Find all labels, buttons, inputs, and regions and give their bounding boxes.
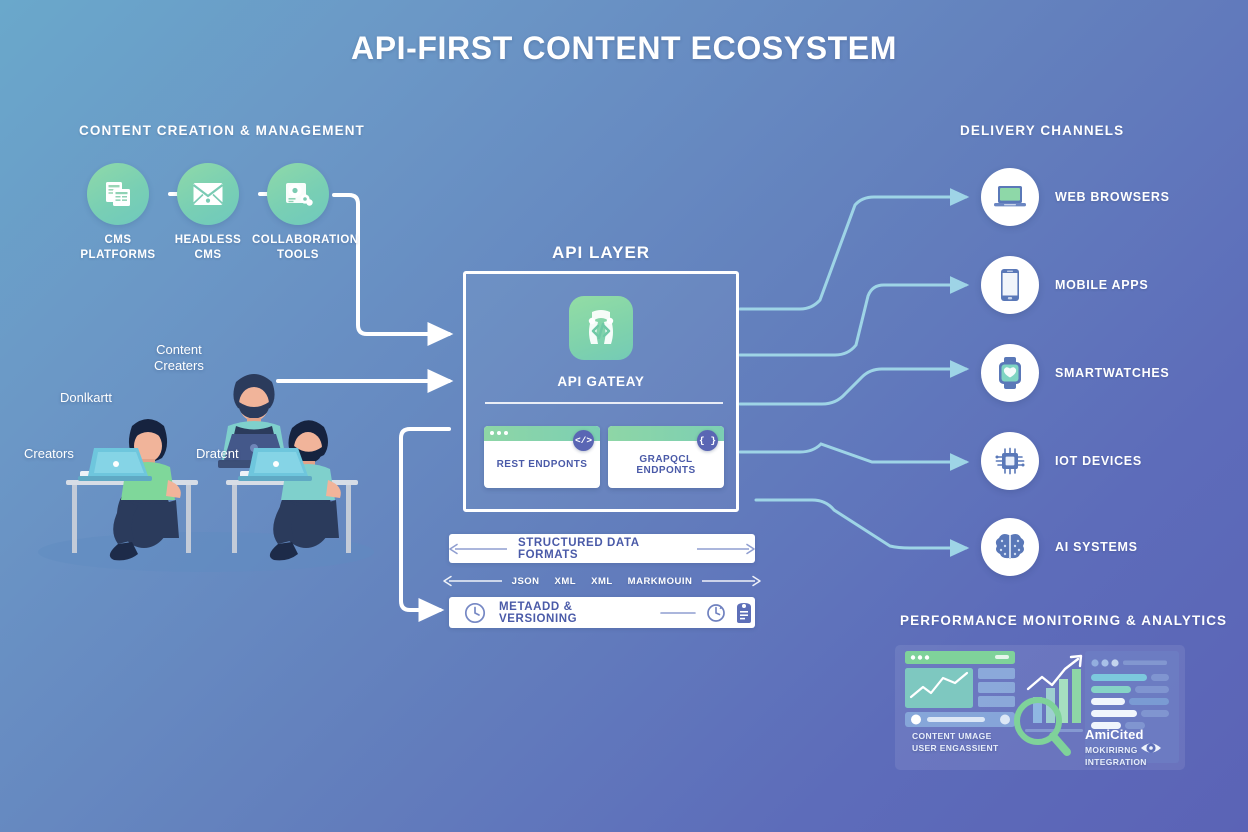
analytics-brand-label: AmiCited bbox=[1085, 727, 1144, 742]
arrow-right-icon bbox=[697, 543, 755, 554]
window-dots-icon bbox=[490, 431, 508, 435]
structured-data-formats-bar: STRUCTURED DATA FORMATS bbox=[449, 534, 755, 563]
cms-pipeline: CMS PLATFORMS HEADLESS CMS bbox=[72, 163, 372, 268]
channel-label: MOBILE APPS bbox=[1055, 278, 1149, 292]
illustration-label-donlkartt: Donlkartt bbox=[60, 390, 113, 405]
analytics-caption-left: CONTENT UMAGE USER ENGASSIENT bbox=[912, 731, 999, 754]
arrow-right-icon bbox=[702, 575, 762, 587]
envelope-icon bbox=[177, 163, 239, 225]
metadata-versioning-bar: METAADD & VERSIONING bbox=[449, 597, 755, 628]
section-heading-api-layer: API LAYER bbox=[551, 243, 651, 262]
arrow-left-icon bbox=[449, 543, 507, 554]
smartwatch-icon bbox=[981, 344, 1039, 402]
content-creators-illustration: Content Creaters Donlkartt Creators Drat… bbox=[24, 330, 396, 580]
illustration-label-creators: Creators bbox=[24, 446, 74, 461]
endpoint-card-label: GRAPQCL ENDPONTS bbox=[636, 453, 696, 476]
channel-smartwatches[interactable]: SMARTWATCHES bbox=[981, 344, 1169, 402]
laptop-icon bbox=[981, 168, 1039, 226]
section-heading-performance: PERFORMANCE MONITORING & ANALYTICS bbox=[900, 613, 1228, 628]
section-heading-delivery-channels: DELIVERY CHANNELS bbox=[960, 123, 1125, 138]
clock-icon bbox=[464, 602, 486, 623]
structured-data-formats-label: STRUCTURED DATA FORMATS bbox=[518, 536, 640, 561]
channel-label: WEB BROWSERS bbox=[1055, 190, 1170, 204]
format-token: MARKMOUIN bbox=[627, 575, 693, 587]
smartphone-icon bbox=[981, 256, 1039, 314]
brain-icon bbox=[981, 518, 1039, 576]
sync-icon[interactable] bbox=[705, 602, 727, 624]
channel-web-browsers[interactable]: WEB BROWSERS bbox=[981, 168, 1170, 226]
divider-line bbox=[660, 611, 696, 614]
api-panel-divider bbox=[485, 402, 723, 404]
person-center bbox=[218, 374, 290, 468]
documents-icon bbox=[87, 163, 149, 225]
format-tokens-row: JSON XML XML MARKMOUIN bbox=[442, 570, 762, 592]
channel-mobile-apps[interactable]: MOBILE APPS bbox=[981, 256, 1148, 314]
person-right bbox=[238, 420, 341, 561]
gear-collaboration-icon bbox=[267, 163, 329, 225]
pipeline-node-label: COLLABORATION TOOLS bbox=[252, 234, 359, 262]
page-title: API-FIRST CONTENT ECOSYSTEM bbox=[351, 30, 897, 66]
endpoint-card-graphql[interactable]: { } GRAPQCL ENDPONTS bbox=[608, 426, 724, 488]
card-title-bar bbox=[484, 426, 600, 441]
analytics-caption-right: MOKIRIRNG INTEGRATION bbox=[1085, 745, 1147, 768]
code-badge-icon: </> bbox=[573, 430, 594, 451]
illustration-label-dratent: Dratent bbox=[196, 446, 239, 461]
endpoint-card-rest[interactable]: </> REST ENDPONTS bbox=[484, 426, 600, 488]
pipeline-node-cms-platforms[interactable]: CMS PLATFORMS bbox=[72, 163, 164, 264]
api-gateway-label: API GATEAY bbox=[557, 374, 645, 389]
section-heading-content-creation: CONTENT CREATION & MANAGEMENT bbox=[79, 123, 365, 138]
pipeline-node-headless-cms[interactable]: HEADLESS CMS bbox=[162, 163, 254, 264]
code-brackets-icon bbox=[569, 296, 633, 360]
channel-label: SMARTWATCHES bbox=[1055, 366, 1170, 380]
endpoint-card-label: REST ENDPONTS bbox=[496, 459, 588, 470]
pipeline-node-label: CMS PLATFORMS bbox=[80, 234, 156, 262]
card-title-bar bbox=[608, 426, 724, 441]
channel-iot-devices[interactable]: IOT DEVICES bbox=[981, 432, 1142, 490]
person-left bbox=[78, 419, 181, 561]
pipeline-node-collaboration-tools[interactable]: COLLABORATION TOOLS bbox=[252, 163, 359, 264]
format-token-list: JSON XML XML MARKMOUIN bbox=[512, 576, 693, 587]
braces-badge-icon: { } bbox=[697, 430, 718, 451]
tag-document-icon[interactable] bbox=[733, 601, 755, 625]
metadata-versioning-label: METAADD & VERSIONING bbox=[499, 600, 578, 625]
format-token: XML bbox=[591, 575, 613, 587]
arrow-left-icon bbox=[442, 575, 502, 587]
pipeline-node-label: HEADLESS CMS bbox=[174, 234, 242, 262]
chip-icon bbox=[981, 432, 1039, 490]
magnifier-icon bbox=[1014, 697, 1071, 756]
illustration-label-content-creators: Content Creaters bbox=[154, 342, 204, 373]
channel-ai-systems[interactable]: AI SYSTEMS bbox=[981, 518, 1138, 576]
api-layer-panel: API GATEAY </> REST ENDPONTS { } GRAPQCL… bbox=[463, 271, 739, 512]
channel-label: IOT DEVICES bbox=[1055, 454, 1142, 468]
analytics-dashboard-illustration: CONTENT UMAGE USER ENGASSIENT AmiCited M… bbox=[895, 645, 1185, 770]
channel-label: AI SYSTEMS bbox=[1055, 540, 1138, 554]
format-token: JSON bbox=[511, 575, 540, 587]
eye-icon bbox=[1141, 743, 1161, 753]
format-token: XML bbox=[554, 575, 577, 587]
